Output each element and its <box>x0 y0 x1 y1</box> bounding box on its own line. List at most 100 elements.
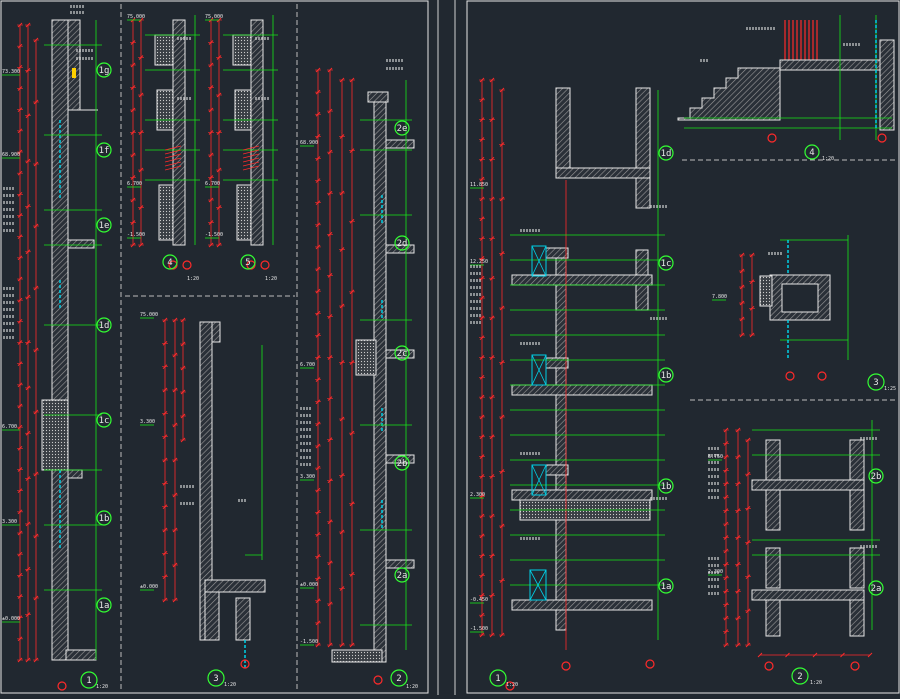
annotation-text-mark <box>708 475 710 478</box>
annotation-text-mark <box>82 11 84 14</box>
detail-bubble-icon <box>867 373 885 391</box>
annotation-text-mark <box>708 585 710 588</box>
annotation-text-mark <box>717 564 719 567</box>
annotation-text-mark <box>708 592 710 595</box>
annotation-text-mark <box>3 229 5 232</box>
section-1-slab <box>65 649 97 661</box>
dimension-tick <box>785 652 790 658</box>
annotation-text-mark <box>309 421 311 424</box>
annotation-text-mark <box>258 97 260 100</box>
section-1-parapet <box>67 19 81 111</box>
level-label: -1.500 <box>300 639 318 645</box>
dimension-line <box>242 153 260 159</box>
annotation-text-mark <box>714 557 716 560</box>
annotation-text-mark <box>473 321 475 324</box>
annotation-text-mark <box>764 27 766 30</box>
level-label: 7.800 <box>712 294 727 300</box>
annotation-text-mark <box>708 447 710 450</box>
drawing-content <box>2 5 895 691</box>
annotation-text-mark <box>470 300 472 303</box>
window-icon <box>531 245 547 277</box>
section-1-slab <box>67 469 83 479</box>
annotation-text-mark <box>306 449 308 452</box>
scale-label: 1:25 <box>884 386 896 392</box>
annotation-text-mark <box>189 502 191 505</box>
annotation-text-mark <box>309 463 311 466</box>
detail-bubble-icon <box>96 142 112 158</box>
dimension-line <box>164 157 182 163</box>
annotation-text-mark <box>476 286 478 289</box>
annotation-text-mark <box>300 456 302 459</box>
annotation-text-mark <box>479 279 481 282</box>
section-r2-slab <box>751 589 865 601</box>
dimension-line <box>164 149 182 155</box>
annotation-text-mark <box>476 265 478 268</box>
level-label: 6.700 <box>205 181 220 187</box>
annotation-text-mark <box>12 336 14 339</box>
annotation-text-mark <box>186 502 188 505</box>
annotation-text-mark <box>846 43 848 46</box>
section-r2-column <box>765 439 781 481</box>
detail-bubble-icon <box>394 120 410 136</box>
annotation-text-mark <box>12 294 14 297</box>
dimension-line <box>242 161 260 167</box>
annotation-text-mark <box>773 27 775 30</box>
annotation-text-mark <box>714 482 716 485</box>
annotation-text-mark <box>711 482 713 485</box>
detail-bubble-icon <box>394 345 410 361</box>
detail-bubble-icon <box>394 567 410 583</box>
annotation-text-mark <box>267 97 269 100</box>
annotation-text-mark <box>708 482 710 485</box>
annotation-text-mark <box>479 314 481 317</box>
annotation-text-mark <box>398 67 400 70</box>
annotation-text-mark <box>3 308 5 311</box>
detail-bubble-icon <box>804 144 820 160</box>
annotation-text-mark <box>771 252 773 255</box>
annotation-text-mark <box>866 437 868 440</box>
annotation-text-mark <box>774 252 776 255</box>
detail-bubble-label: 4 <box>809 148 814 158</box>
dimension-tick <box>757 652 763 658</box>
annotation-text-mark <box>9 336 11 339</box>
annotation-text-mark <box>306 428 308 431</box>
annotation-text-mark <box>535 229 537 232</box>
annotation-text-mark <box>711 447 713 450</box>
annotation-text-mark <box>711 585 713 588</box>
section-3-column <box>204 591 220 641</box>
window-icon <box>531 354 547 386</box>
detail-bubble-label: 1a <box>661 582 672 592</box>
annotation-text-mark <box>6 215 8 218</box>
annotation-text-mark <box>177 97 179 100</box>
annotation-text-mark <box>180 37 182 40</box>
annotation-text-mark <box>395 59 397 62</box>
annotation-text-mark <box>523 342 525 345</box>
annotation-text-mark <box>3 208 5 211</box>
annotation-text-mark <box>479 293 481 296</box>
scale-label: 1:20 <box>187 276 199 282</box>
detail-bubble-icon <box>80 671 98 689</box>
annotation-text-mark <box>261 97 263 100</box>
annotation-text-mark <box>183 502 185 505</box>
annotation-text-mark <box>186 97 188 100</box>
annotation-text-mark <box>189 97 191 100</box>
annotation-text-mark <box>520 342 522 345</box>
section-marker-icon <box>240 659 250 669</box>
annotation-text-mark <box>714 592 716 595</box>
annotation-text-mark <box>470 279 472 282</box>
annotation-text-mark <box>3 201 5 204</box>
annotation-text-mark <box>538 229 540 232</box>
annotation-text-mark <box>529 342 531 345</box>
annotation-text-mark <box>6 287 8 290</box>
annotation-text-mark <box>12 322 14 325</box>
annotation-text-mark <box>261 37 263 40</box>
annotation-text-mark <box>656 205 658 208</box>
annotation-text-mark <box>70 5 72 8</box>
detail-bubble-icon <box>791 667 809 685</box>
level-label: -1.500 <box>205 232 223 238</box>
annotation-text-mark <box>6 187 8 190</box>
detail-bubble-label: 2 <box>797 672 802 682</box>
annotation-text-mark <box>6 294 8 297</box>
annotation-text-mark <box>711 461 713 464</box>
right-sheet-frame <box>466 0 900 694</box>
